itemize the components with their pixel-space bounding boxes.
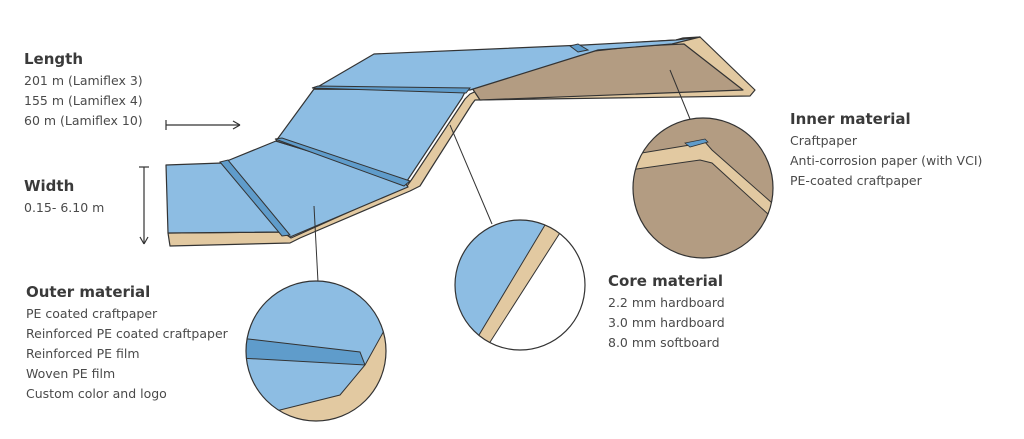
inner-material-title: Inner material (790, 110, 911, 128)
fold-grooves (219, 43, 590, 237)
sheet-outer-surface (165, 36, 701, 238)
length-line: 155 m (Lamiflex 4) (24, 93, 143, 108)
outer-material-line: PE coated craftpaper (26, 306, 158, 321)
inner-material-line: PE-coated craftpaper (790, 173, 922, 188)
width-label: Width 0.15- 6.10 m (24, 177, 104, 218)
inner-material-line: Craftpaper (790, 133, 857, 148)
core-material-title: Core material (608, 272, 724, 290)
length-line: 60 m (Lamiflex 10) (24, 113, 143, 128)
width-title: Width (24, 177, 75, 195)
core-material-line: 8.0 mm softboard (608, 335, 720, 350)
inner-material-line: Anti-corrosion paper (with VCI) (790, 153, 983, 168)
width-line: 0.15- 6.10 m (24, 200, 105, 215)
length-label: Length 201 m (Lamiflex 3) 155 m (Lamifle… (24, 50, 143, 131)
outer-material-zoom (245, 280, 387, 422)
outer-material-line: Woven PE film (26, 366, 116, 381)
core-material-line: 2.2 mm hardboard (608, 295, 725, 310)
core-material-line: 3.0 mm hardboard (608, 315, 725, 330)
inner-material-label: Inner material Craftpaper Anti-corrosion… (790, 110, 982, 191)
length-title: Length (24, 50, 83, 68)
core-material-zoom (454, 219, 586, 351)
core-material-label: Core material 2.2 mm hardboard 3.0 mm ha… (608, 272, 725, 353)
width-arrow (139, 166, 149, 245)
length-arrow (165, 120, 241, 130)
outer-material-line: Custom color and logo (26, 386, 167, 401)
outer-material-label: Outer material PE coated craftpaper Rein… (26, 283, 228, 404)
leader-lines (313, 69, 691, 283)
inner-material-zoom (632, 117, 774, 259)
outer-material-line: Reinforced PE film (26, 346, 140, 361)
outer-material-title: Outer material (26, 283, 151, 301)
outer-material-line: Reinforced PE coated craftpaper (26, 326, 228, 341)
length-line: 201 m (Lamiflex 3) (24, 73, 143, 88)
